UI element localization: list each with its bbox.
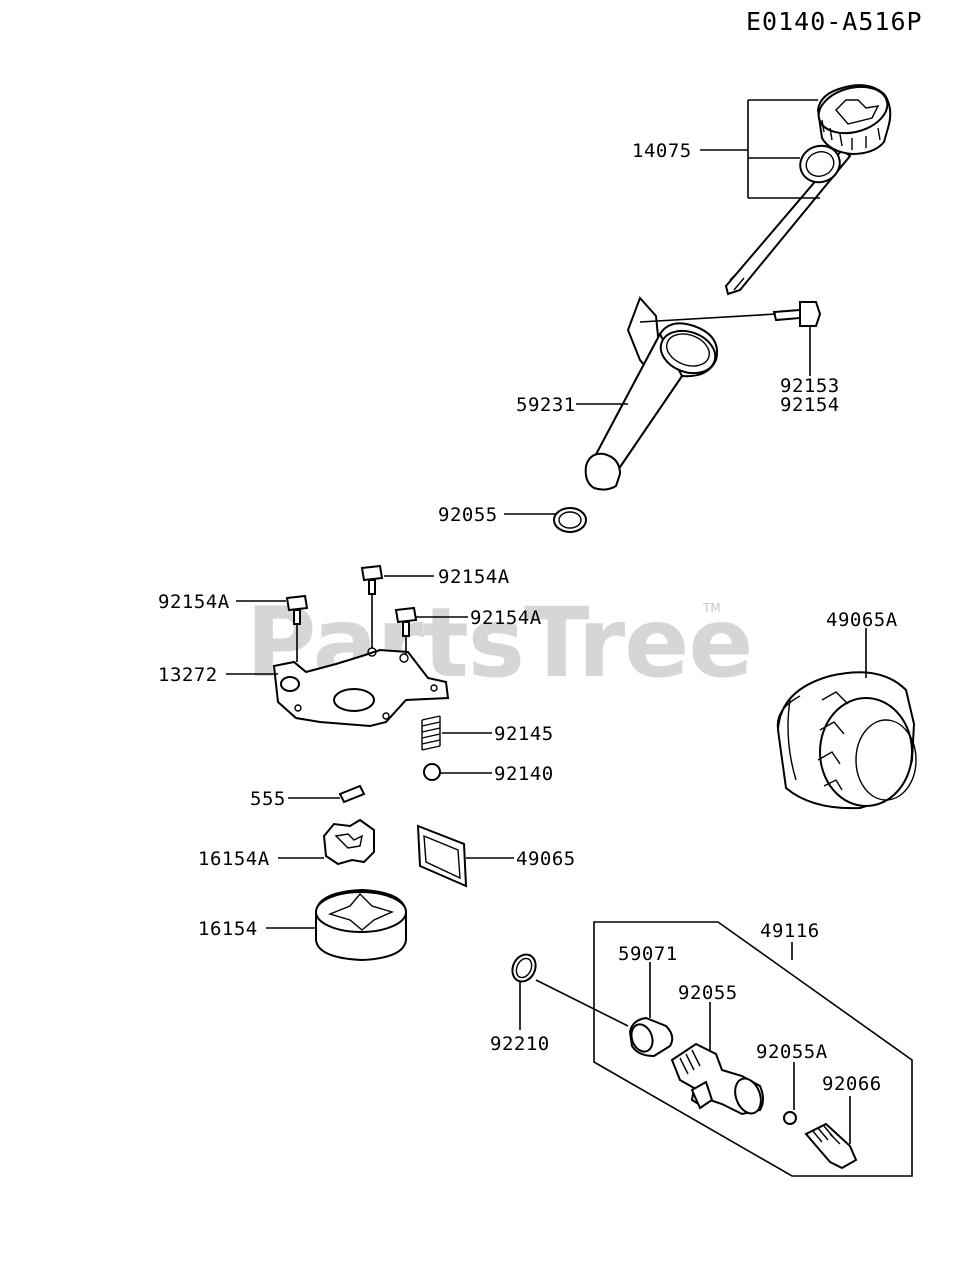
part-number-92154[interactable]: 92154 xyxy=(780,394,840,416)
screen-49065[interactable] xyxy=(416,824,468,888)
callout-92055a: 92055A xyxy=(756,1041,828,1110)
dipstick-tube-part[interactable] xyxy=(584,296,721,491)
part-number-16154a[interactable]: 16154A xyxy=(198,848,270,870)
part-number-14075[interactable]: 14075 xyxy=(632,140,692,162)
o-ring-92055a[interactable] xyxy=(783,1111,797,1125)
outer-rotor-16154[interactable] xyxy=(315,888,407,962)
part-number-92140[interactable]: 92140 xyxy=(494,763,554,785)
valve-body-59071[interactable] xyxy=(670,1042,765,1117)
part-number-92145[interactable]: 92145 xyxy=(494,723,554,745)
callout-92055-top: 92055 xyxy=(438,504,556,526)
part-number-16154[interactable]: 16154 xyxy=(198,918,258,940)
callout-13272: 13272 xyxy=(158,664,278,686)
part-number-59071[interactable]: 92055 xyxy=(678,982,738,1004)
part-number-92154a-2[interactable]: 92154A xyxy=(438,566,510,588)
callout-92055-bottom: 92210 xyxy=(490,982,550,1055)
part-number-92055-bottom[interactable]: 92210 xyxy=(490,1033,550,1055)
bolt-92154a-3[interactable] xyxy=(394,606,418,637)
part-number-555[interactable]: 555 xyxy=(250,788,286,810)
bolt-92154a-2[interactable] xyxy=(360,564,384,595)
watermark-trademark: TM xyxy=(702,601,721,615)
callout-59231: 59231 xyxy=(516,394,628,416)
callout-16154: 16154 xyxy=(198,918,316,940)
part-number-92066[interactable]: 92066 xyxy=(822,1073,882,1095)
callout-49065: 49065 xyxy=(466,848,576,870)
part-number-92154a-1[interactable]: 92154A xyxy=(158,591,230,613)
callout-92140: 92140 xyxy=(440,763,554,785)
bolt-92153[interactable] xyxy=(772,301,822,327)
callout-16154a: 16154A xyxy=(198,848,324,870)
callout-92153-92154: 92153 92154 xyxy=(780,326,840,416)
callout-92210: 59071 xyxy=(618,943,678,1018)
part-number-49065[interactable]: 49065 xyxy=(516,848,576,870)
callout-14075: 14075 xyxy=(632,99,820,199)
spring-92145[interactable] xyxy=(421,715,441,751)
fitting-92066[interactable] xyxy=(804,1122,858,1170)
ball-92140[interactable] xyxy=(423,763,441,781)
callout-49065a: 49065A xyxy=(826,609,898,678)
callout-555: 555 xyxy=(250,788,340,810)
callout-92145: 92145 xyxy=(442,723,554,745)
diagram-code: E0140-A516P xyxy=(746,7,923,36)
part-number-92055a[interactable]: 92055A xyxy=(756,1041,828,1063)
part-number-92055-top[interactable]: 92055 xyxy=(438,504,498,526)
callout-59071: 92055 xyxy=(678,982,738,1050)
dipstick-part[interactable] xyxy=(724,80,893,296)
part-number-92153[interactable]: 92153 xyxy=(780,375,840,397)
o-ring-92055-top[interactable] xyxy=(553,507,587,533)
part-number-13272[interactable]: 13272 xyxy=(158,664,218,686)
part-number-49065a[interactable]: 49065A xyxy=(826,609,898,631)
bolt-92154a-1[interactable] xyxy=(285,594,309,625)
part-number-49116[interactable]: 49116 xyxy=(760,920,820,942)
o-ring-92055-bottom[interactable] xyxy=(508,951,540,986)
callout-92154a-2: 92154A xyxy=(384,566,510,588)
callout-92154a-1: 92154A xyxy=(158,591,286,613)
inner-rotor-16154a[interactable] xyxy=(322,818,375,866)
assembly-49116-frame xyxy=(593,921,913,1177)
callout-92154a-3: 92154A xyxy=(416,607,542,629)
pump-cover-13272[interactable] xyxy=(272,647,450,728)
part-number-59231[interactable]: 59231 xyxy=(516,394,576,416)
callout-92066: 92066 xyxy=(822,1073,882,1144)
nut-92210[interactable] xyxy=(628,1016,674,1058)
pin-555[interactable] xyxy=(338,784,366,804)
oil-filter-49065a[interactable] xyxy=(776,671,917,810)
part-number-92210[interactable]: 59071 xyxy=(618,943,678,965)
part-number-92154a-3[interactable]: 92154A xyxy=(470,607,542,629)
callout-49116: 49116 xyxy=(760,920,820,960)
